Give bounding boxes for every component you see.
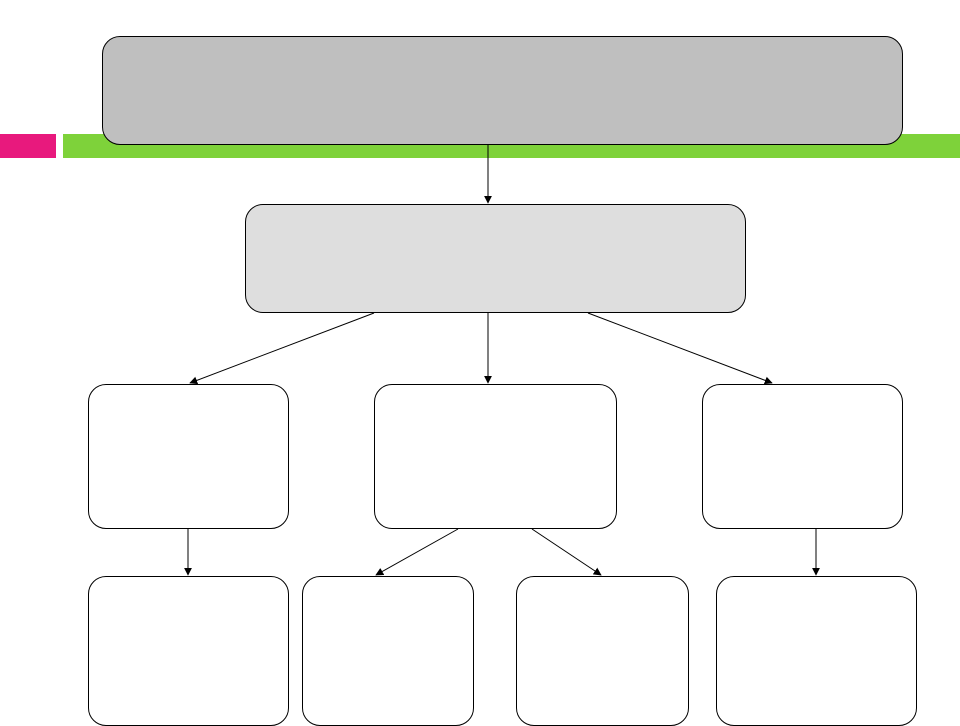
arrow-center-to-level3-2	[375, 528, 459, 576]
level2-node-center	[374, 384, 617, 529]
arrow-level1-to-left	[189, 312, 375, 385]
arrow-center-to-level3-3	[531, 528, 602, 576]
arrow-level1-to-right	[587, 312, 773, 385]
level3-node-4	[716, 576, 917, 726]
title-node	[102, 36, 903, 145]
level3-node-3	[516, 576, 689, 726]
accent-band-pink	[0, 134, 56, 158]
level2-node-right	[702, 384, 903, 529]
level2-node-left	[88, 384, 289, 529]
level1-node	[245, 204, 746, 313]
level3-node-1	[88, 576, 289, 726]
level3-node-2	[302, 576, 474, 726]
